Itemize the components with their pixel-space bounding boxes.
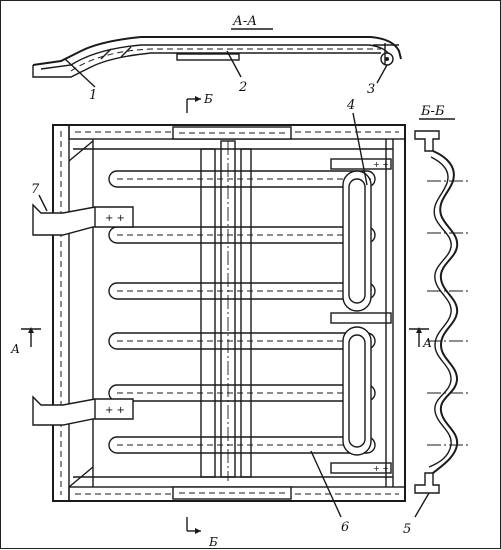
leader-6 <box>310 450 342 518</box>
cut-label-a-left: А <box>10 342 20 356</box>
bb-top-flange <box>414 130 440 152</box>
right-slot-upper <box>342 170 372 312</box>
callout-6: 6 <box>341 520 349 535</box>
hinge-bracket-lower: + + <box>32 395 134 426</box>
aa-stiffener-plate <box>176 53 240 61</box>
bb-bottom-flange <box>414 472 440 494</box>
right-slot-lower <box>342 326 372 456</box>
callout-3: 3 <box>367 82 375 97</box>
callout-5: 5 <box>403 522 411 537</box>
callout-2: 2 <box>238 80 247 95</box>
leader-5 <box>414 492 430 518</box>
rib-3 <box>108 282 376 300</box>
callout-4: 4 <box>346 98 355 113</box>
left-rail <box>52 124 70 502</box>
cut-label-b-bottom: Б <box>208 535 218 549</box>
rib-2 <box>108 226 376 244</box>
svg-text:+ +: + + <box>105 405 125 416</box>
leader-2 <box>226 50 242 78</box>
main-panel: + + + + + + + + <box>32 112 406 518</box>
section-bb-view <box>414 130 471 518</box>
right-clip-top <box>330 158 392 170</box>
callout-7: 7 <box>31 182 40 197</box>
callout-1: 1 <box>89 88 97 103</box>
cut-label-b-top: Б <box>203 92 213 106</box>
cut-label-a-right: А <box>422 336 432 350</box>
rib-5 <box>108 384 376 402</box>
section-aa-view <box>32 36 402 88</box>
hinge-bracket-upper: + + <box>32 203 134 236</box>
rib-4 <box>108 332 376 350</box>
rib-1 <box>108 170 376 188</box>
section-aa-title: А-А <box>232 14 257 29</box>
center-stiffener-right <box>240 148 252 478</box>
rib-6 <box>108 436 376 454</box>
leader-4 <box>352 112 368 186</box>
center-stiffener-left <box>200 148 216 478</box>
leader-1 <box>64 58 96 88</box>
cut-line-a <box>21 327 429 347</box>
leader-3 <box>376 64 388 84</box>
svg-text:+ +: + + <box>373 464 389 473</box>
corrugation-ribs <box>108 170 376 454</box>
svg-text:+ +: + + <box>373 160 389 169</box>
right-clip-mid <box>330 312 392 324</box>
right-clip-bottom <box>330 462 392 474</box>
section-bb-title: Б-Б <box>420 104 445 119</box>
leader-7 <box>38 194 48 212</box>
cut-line-b <box>186 96 201 534</box>
hinge-pin-center <box>385 57 389 61</box>
bb-corrugation-outer <box>432 150 459 474</box>
svg-text:+ +: + + <box>105 213 125 224</box>
